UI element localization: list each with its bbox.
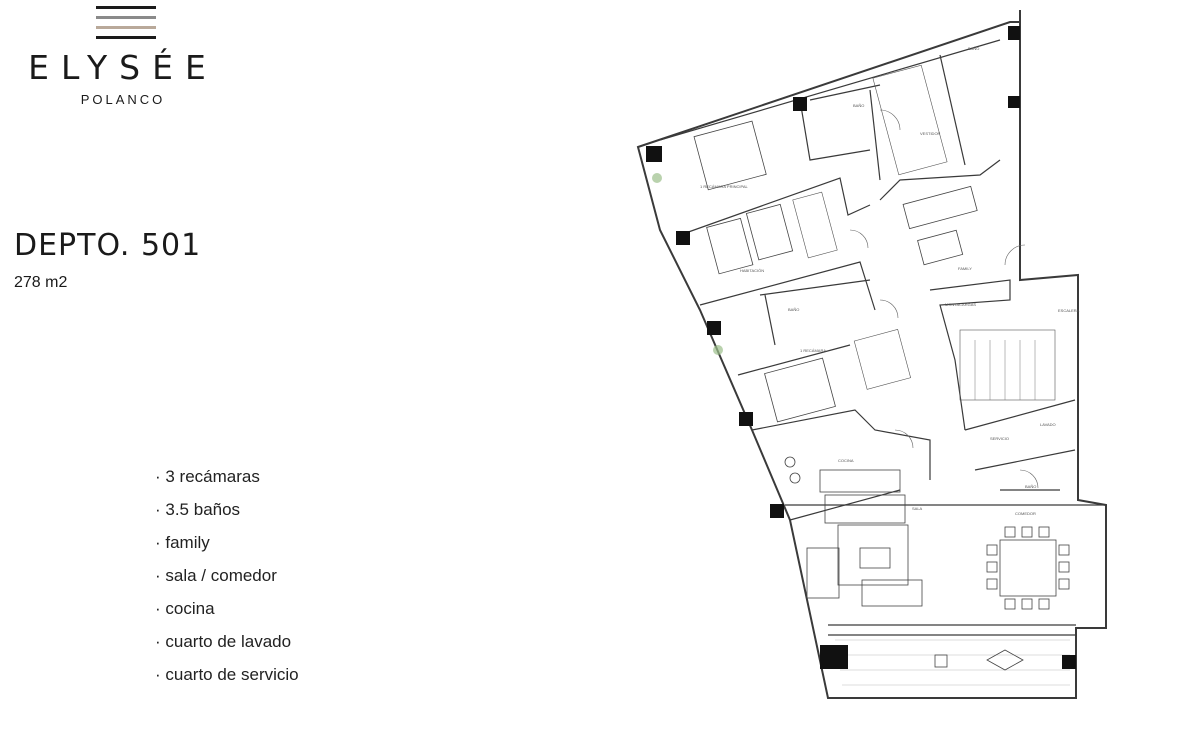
room-label-comedor: COMEDOR [1015, 511, 1036, 516]
room-label-montacargas: MONTACARGAS [945, 302, 976, 307]
room-label-lavado: LAVADO [1040, 422, 1056, 427]
feature-item: · cuarto de lavado [155, 632, 292, 651]
floor-plan: 1 RECÁMARA PRINCIPAL BAÑO VESTIDOR HABIT… [636, 10, 1107, 699]
feature-item: · sala / comedor [155, 566, 277, 585]
room-label-cocina: COCINA [838, 458, 854, 463]
room-label-bano: BAÑO [788, 307, 799, 312]
feature-item: · 3.5 baños [155, 500, 241, 519]
room-label-master: 1 RECÁMARA PRINCIPAL [700, 184, 748, 189]
feature-item: · cuarto de servicio [155, 665, 299, 684]
unit-title: DEPTO. 501 [14, 228, 202, 263]
stacked-bars-logo-icon [96, 6, 156, 39]
room-label-bano: BAÑO [968, 46, 979, 51]
brand-logo: ELYSÉE POLANCO [12, 4, 234, 108]
room-label-bano: BAÑO [853, 103, 864, 108]
room-label-recamara: 1 RECÁMARA [800, 348, 826, 353]
feature-item: · 3 recámaras [155, 467, 260, 486]
room-label-habitacion: HABITACIÓN [740, 268, 764, 273]
room-label-sala: SALA [912, 506, 923, 511]
unit-area: 278 m2 [14, 274, 68, 291]
plant-icon [652, 173, 662, 183]
feature-item: · family [155, 533, 210, 552]
brand-subtitle: POLANCO [80, 92, 166, 107]
room-label-bano: BAÑO [1025, 484, 1036, 489]
feature-item: · cocina [155, 599, 215, 618]
room-label-family: FAMILY [958, 266, 972, 271]
room-label-servicio: SERVICIO [990, 436, 1009, 441]
brand-name: ELYSÉE [28, 48, 218, 87]
room-label-escalera: ESCALERA [1058, 308, 1080, 313]
room-label-vestidor: VESTIDOR [920, 131, 941, 136]
plant-icon [713, 345, 723, 355]
feature-list: · 3 recámaras · 3.5 baños · family · sal… [155, 460, 299, 691]
plan-outline [636, 10, 1107, 699]
